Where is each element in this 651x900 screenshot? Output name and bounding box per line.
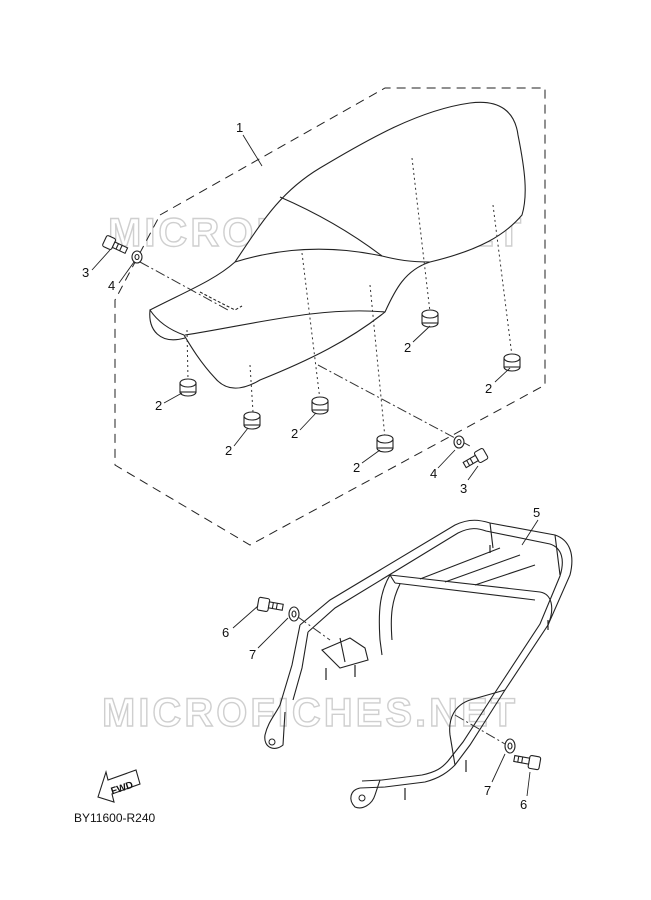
bolt-axis-right: [317, 364, 471, 447]
carrier-bolt-axis-left: [297, 616, 331, 641]
carrier-bolt-axis-right: [454, 714, 506, 745]
damper-leaders: [186, 157, 513, 439]
callout-leaders: [91, 134, 511, 481]
seat-assembly-boundary: [114, 87, 546, 546]
carrier-studs: [325, 545, 549, 800]
callout-damper-f: 2: [353, 460, 360, 475]
callout-carrier-bolt-right: 6: [520, 797, 527, 812]
callout-seat-washer-right: 4: [430, 466, 437, 481]
bolt-icon: [256, 596, 542, 771]
seat: [149, 101, 526, 389]
bolt-axis-left: [139, 261, 229, 311]
callout-seat-bolt-left: 3: [82, 265, 89, 280]
callout-damper-d: 2: [225, 443, 232, 458]
callout-seat-bolt-right: 3: [460, 481, 467, 496]
callout-damper-e: 2: [291, 426, 298, 441]
callout-carrier-bolt-left: 6: [222, 625, 229, 640]
drawing-code: BY11600-R240: [74, 811, 156, 825]
washer-icon: [131, 250, 465, 449]
carrier-holes: [268, 738, 366, 802]
callout-seat-washer-left: 4: [108, 278, 115, 293]
callout-carrier-washer-left: 7: [249, 647, 256, 662]
carrier: [264, 519, 573, 809]
callout-damper-a: 2: [404, 340, 411, 355]
carrier-callout-leaders: [232, 519, 539, 797]
callout-damper-c: 2: [155, 398, 162, 413]
damper-icon: [179, 309, 521, 453]
fwd-arrow-icon: FWD: [97, 769, 141, 803]
callout-carrier: 5: [533, 505, 540, 520]
callout-damper-b: 2: [485, 381, 492, 396]
bolt-icon: [102, 235, 489, 469]
callout-carrier-washer-right: 7: [484, 783, 491, 798]
watermark-bottom: MICROFICHES.NET: [102, 691, 518, 735]
washer-icon: [288, 606, 516, 754]
callout-seat: 1: [236, 120, 243, 135]
